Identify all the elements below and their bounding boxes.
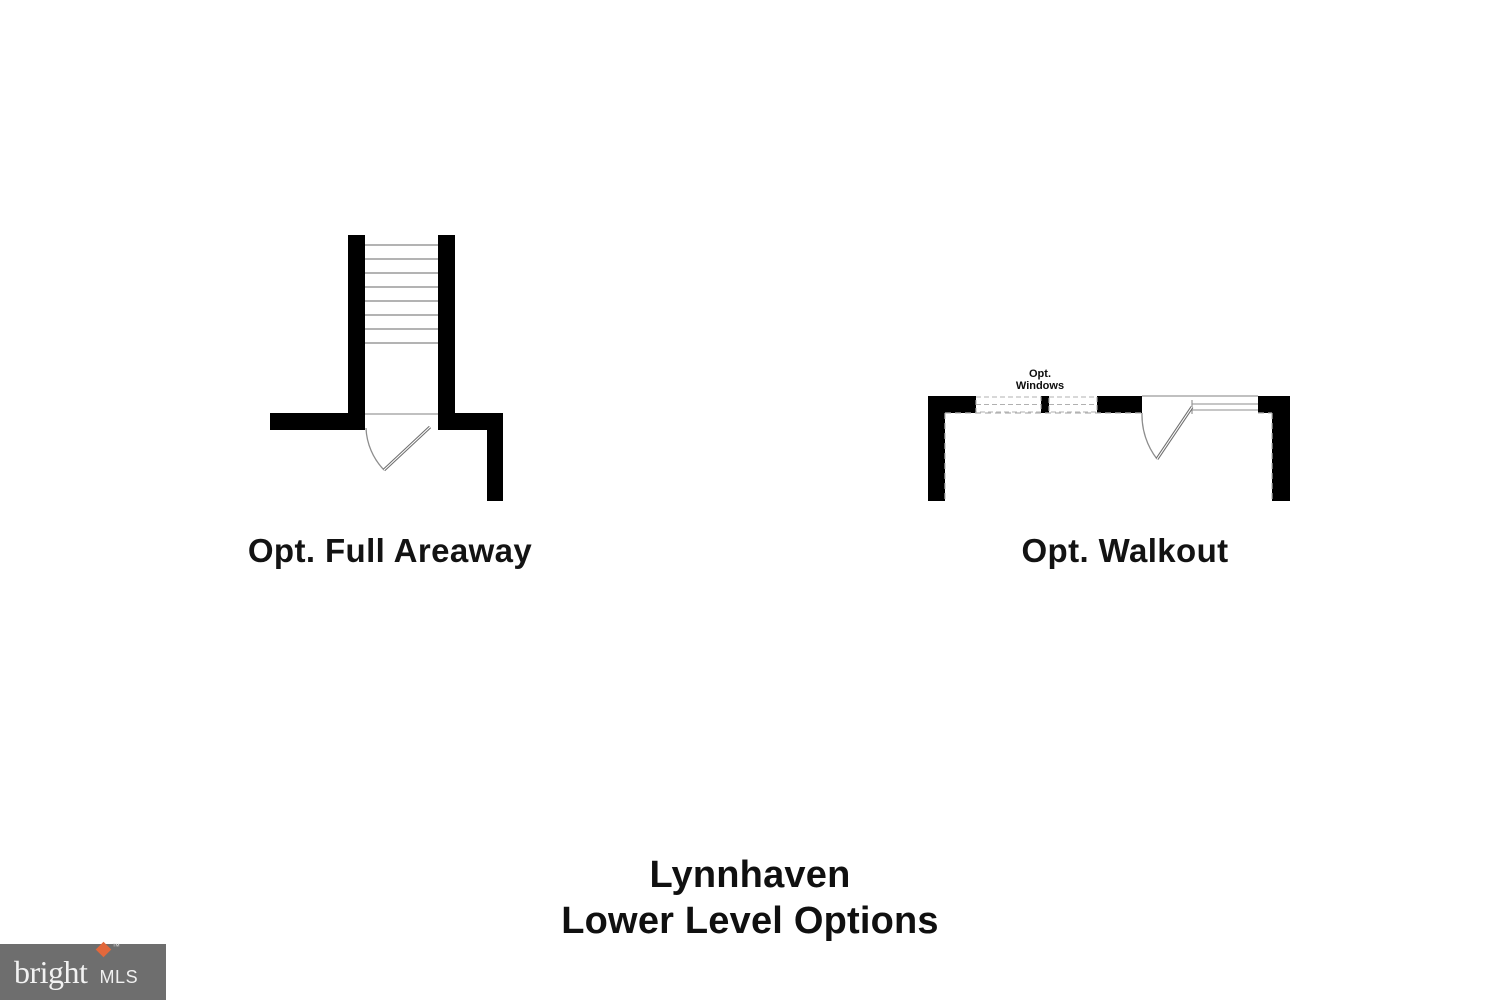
title-block: Lynnhaven Lower Level Options	[0, 852, 1500, 944]
walkout-wall-pier-3	[1258, 396, 1290, 413]
watermark-brand-text: bright	[14, 954, 88, 990]
optional-window-1	[975, 396, 1042, 413]
walkout-door-leaf-highlight	[1156, 406, 1193, 460]
plan-name: Lynnhaven	[649, 854, 851, 896]
optional-window-2	[1048, 396, 1098, 413]
walkout-door-swing-arc	[1141, 412, 1158, 460]
optional-windows-label: Opt. Windows	[1015, 368, 1065, 392]
trademark-symbol: ™	[112, 942, 120, 951]
areaway-wall-right	[438, 235, 455, 430]
plan-opt-walkout	[928, 395, 1290, 501]
walkout-wall-pier-1	[928, 396, 976, 413]
foundation-wall-right-segment	[438, 413, 503, 430]
door-leaf-highlight	[383, 426, 431, 471]
watermark-suffix-text: MLS	[99, 967, 139, 987]
walkout-wall-left	[928, 396, 945, 501]
areaway-wall-left	[348, 235, 365, 430]
foundation-wall-left-segment	[270, 413, 365, 430]
door-swing-arc	[365, 427, 385, 471]
plan-opt-full-areaway	[270, 235, 503, 501]
walkout-window-mullion	[1041, 396, 1049, 413]
bright-mls-watermark: bright ™ MLS	[0, 941, 166, 1000]
plan-subtitle: Lower Level Options	[561, 900, 939, 942]
walkout-sidelight	[1191, 400, 1258, 414]
stair-treads	[365, 244, 438, 344]
watermark-lockup: bright ™ MLS	[14, 941, 139, 990]
walkout-wall-pier-2	[1097, 396, 1142, 413]
caption-opt-walkout: Opt. Walkout	[1021, 532, 1229, 569]
walkout-floor-outline	[944, 412, 1273, 501]
diamond-accent-icon	[95, 941, 112, 958]
foundation-wall-return-leg	[487, 413, 503, 501]
caption-opt-full-areaway: Opt. Full Areaway	[247, 532, 533, 569]
walkout-wall-right	[1272, 396, 1290, 501]
